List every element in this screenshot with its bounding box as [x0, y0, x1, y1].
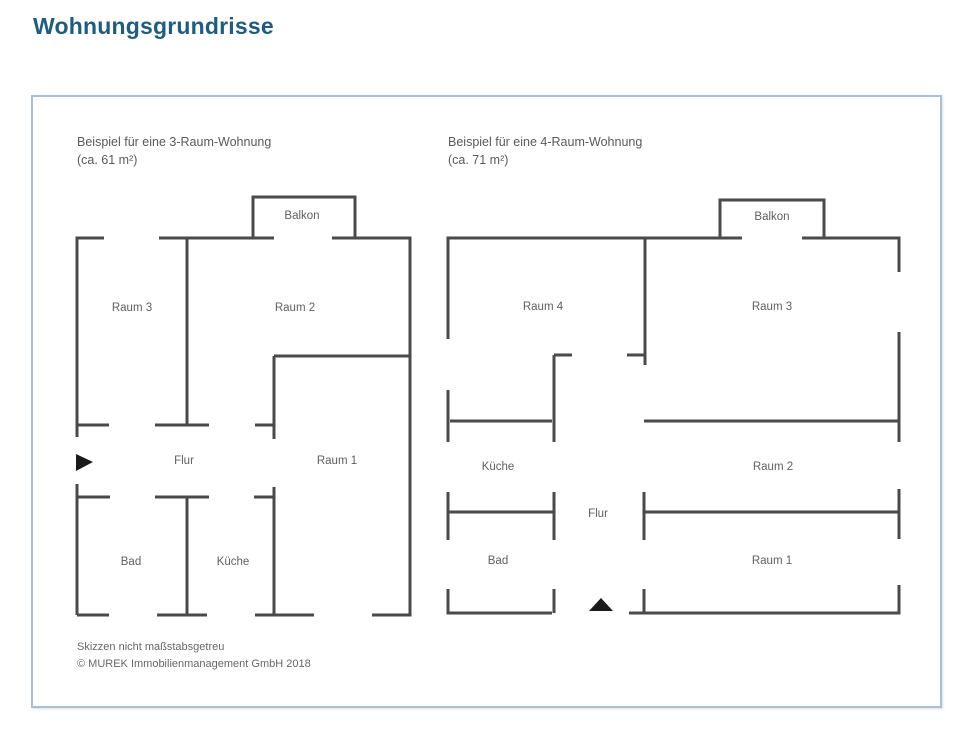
room-label-raum3-3room: Raum 3	[111, 302, 153, 314]
wall	[627, 238, 647, 365]
room-label-kueche-4room: Küche	[481, 461, 515, 473]
entrance-arrow-up-icon	[589, 598, 613, 611]
wall	[552, 353, 572, 442]
room-label-raum1-3room: Raum 1	[316, 455, 358, 467]
room-label-raum1-4room: Raum 1	[751, 555, 793, 567]
room-label-raum3-4room: Raum 3	[751, 301, 793, 313]
room-label-bad-4room: Bad	[487, 555, 509, 567]
entrance-arrow-right-icon	[76, 454, 93, 471]
caption-3-room-area: (ca. 61 m²)	[77, 153, 138, 167]
footer-disclaimer: Skizzen nicht maßstabsgetreu	[77, 641, 225, 653]
room-label-bad-3room: Bad	[120, 556, 142, 568]
balcony-wall	[251, 195, 357, 238]
room-label-kueche-3room: Küche	[216, 556, 250, 568]
caption-3-room: Beispiel für eine 3-Raum-Wohnung (ca. 61…	[77, 133, 271, 169]
caption-4-room: Beispiel für eine 4-Raum-Wohnung (ca. 71…	[448, 133, 642, 169]
room-label-balkon-3room: Balkon	[284, 210, 320, 222]
room-label-raum2-3room: Raum 2	[274, 302, 316, 314]
floor-plan-4-room	[446, 198, 901, 615]
room-label-flur-3room: Flur	[174, 455, 194, 467]
caption-4-room-area: (ca. 71 m²)	[448, 153, 509, 167]
caption-4-room-line1: Beispiel für eine 4-Raum-Wohnung	[448, 135, 643, 149]
room-label-flur-4room: Flur	[588, 508, 608, 520]
floorplans-panel: Beispiel für eine 3-Raum-Wohnung (ca. 61…	[31, 95, 942, 708]
balcony-wall	[718, 198, 826, 238]
floor-plan-3-room	[75, 195, 412, 617]
page-title: Wohnungsgrundrisse	[33, 13, 274, 39]
floor-plan-drawings	[75, 195, 901, 617]
wall	[552, 492, 646, 613]
footer-copyright: © MUREK Immobilienmanagement GmbH 2018	[77, 658, 311, 670]
caption-3-room-line1: Beispiel für eine 3-Raum-Wohnung	[77, 135, 272, 149]
footer-note: Skizzen nicht maßstabsgetreu © MUREK Imm…	[77, 639, 311, 673]
room-label-raum4-4room: Raum 4	[522, 301, 564, 313]
room-label-raum2-4room: Raum 2	[752, 461, 794, 473]
room-label-balkon-4room: Balkon	[754, 211, 790, 223]
